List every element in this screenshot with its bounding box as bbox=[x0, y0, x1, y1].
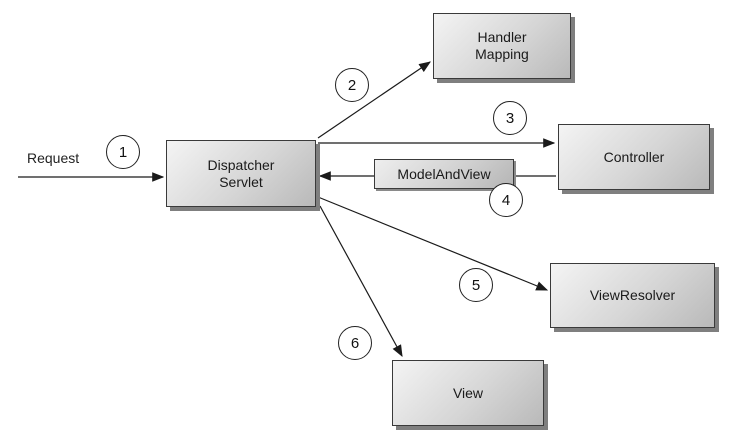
step-5-badge: 5 bbox=[459, 268, 493, 302]
step-4-badge: 4 bbox=[489, 183, 523, 217]
view-arrow bbox=[319, 205, 403, 358]
model-and-view-box: ModelAndView bbox=[374, 159, 514, 189]
step-6-badge: 6 bbox=[338, 326, 372, 360]
step-3-badge: 3 bbox=[493, 101, 527, 135]
controller-label: Controller bbox=[603, 148, 665, 165]
model-and-view-label: ModelAndView bbox=[397, 166, 491, 182]
dispatcher-servlet-node: Dispatcher Servlet bbox=[166, 140, 316, 207]
handler-mapping-node: Handler Mapping bbox=[433, 13, 571, 79]
dispatcher-servlet-label: Dispatcher Servlet bbox=[207, 156, 275, 190]
handler-mapping-arrow bbox=[317, 61, 431, 139]
viewresolver-node: ViewResolver bbox=[550, 263, 715, 328]
view-label: View bbox=[452, 384, 484, 401]
viewresolver-arrow bbox=[317, 196, 549, 291]
request-label: Request bbox=[27, 150, 80, 166]
controller-node: Controller bbox=[558, 124, 710, 190]
step-2-badge: 2 bbox=[335, 68, 369, 102]
handler-mapping-label: Handler Mapping bbox=[475, 29, 529, 62]
view-node: View bbox=[392, 360, 544, 426]
viewresolver-label: ViewResolver bbox=[589, 287, 676, 303]
step-1-badge: 1 bbox=[106, 135, 140, 169]
